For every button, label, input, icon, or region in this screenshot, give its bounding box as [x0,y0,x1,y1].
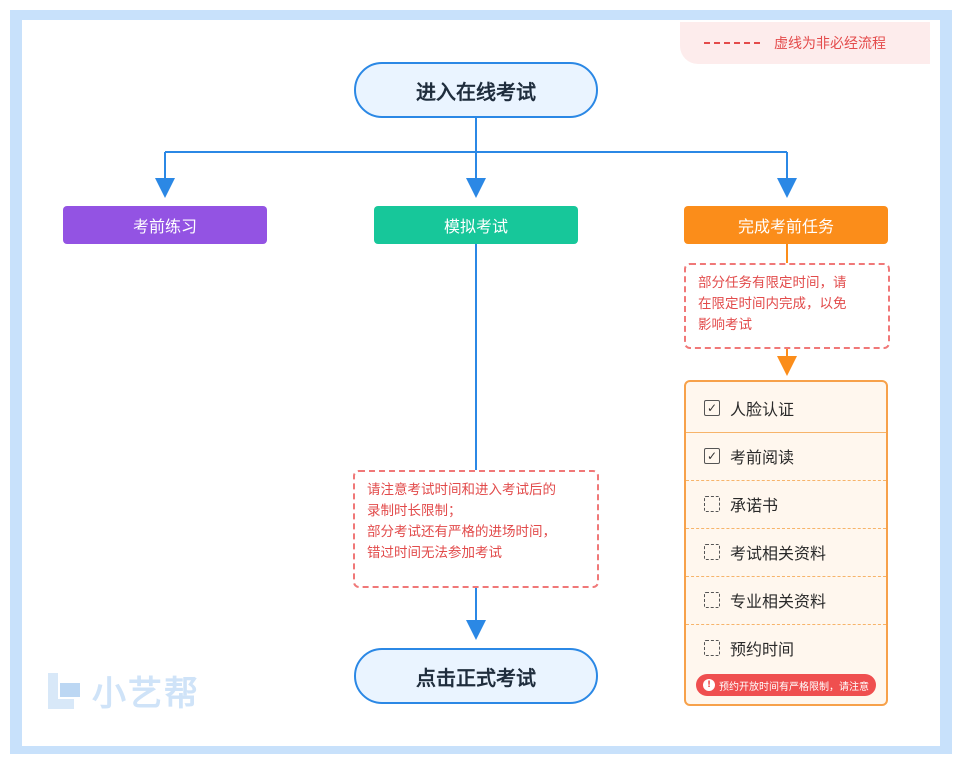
end-node: 点击正式考试 [354,648,598,704]
legend-dashed-line [704,42,760,44]
brand-logo: 小艺帮 [44,666,200,715]
checkbox-empty-icon [704,592,720,608]
task-list: ✓ 人脸认证 ✓ 考前阅读 承诺书 考试相关资料 专业相关资料 预约时间 ! 预… [684,380,888,706]
task-warning-badge: ! 预约开放时间有严格限制，请注意 [696,674,876,696]
task-item: 预约时间 [686,624,886,672]
task-item: 专业相关资料 [686,576,886,624]
task-label: 考试相关资料 [730,544,827,563]
task-item: 承诺书 [686,480,886,528]
task-label: 考前阅读 [730,448,795,467]
note-line: 错过时间无法参加考试 [367,545,502,561]
task-divider [686,528,886,529]
start-node: 进入在线考试 [354,62,598,118]
tasks-time-note: 部分任务有限定时间，请 在限定时间内完成，以免 影响考试 [684,263,890,349]
mock-exam-node: 模拟考试 [374,206,578,244]
checkbox-empty-icon [704,544,720,560]
task-item: 考试相关资料 [686,528,886,576]
checkbox-checked-icon: ✓ [704,400,720,416]
task-divider [686,624,886,625]
task-label: 预约时间 [730,640,795,659]
legend: 虚线为非必经流程 [680,22,930,64]
practice-node: 考前练习 [63,206,267,244]
alert-icon: ! [703,679,715,691]
mock-exam-note: 请注意考试时间和进入考试后的 录制时长限制； 部分考试还有严格的进场时间， 错过… [353,470,599,588]
task-label: 承诺书 [730,496,779,515]
task-item: ✓ 考前阅读 [686,432,886,480]
task-warning-text: 预约开放时间有严格限制，请注意 [719,681,869,693]
logo-mark-icon [48,672,80,709]
task-label: 专业相关资料 [730,592,827,611]
logo-text: 小艺帮 [92,674,200,714]
note-line: 影响考试 [698,317,752,333]
task-divider [686,432,886,433]
note-line: 部分考试还有严格的进场时间， [367,524,556,540]
checkbox-empty-icon [704,496,720,512]
checkbox-checked-icon: ✓ [704,448,720,464]
task-label: 人脸认证 [730,400,795,419]
note-line: 部分任务有限定时间，请 [698,275,847,291]
pre-exam-tasks-node: 完成考前任务 [684,206,888,244]
legend-text: 虚线为非必经流程 [774,36,886,52]
task-divider [686,576,886,577]
note-line: 在限定时间内完成，以免 [698,296,847,312]
note-line: 录制时长限制； [367,503,462,519]
task-item: ✓ 人脸认证 [686,384,886,432]
checkbox-empty-icon [704,640,720,656]
note-line: 请注意考试时间和进入考试后的 [367,482,556,498]
task-divider [686,480,886,481]
